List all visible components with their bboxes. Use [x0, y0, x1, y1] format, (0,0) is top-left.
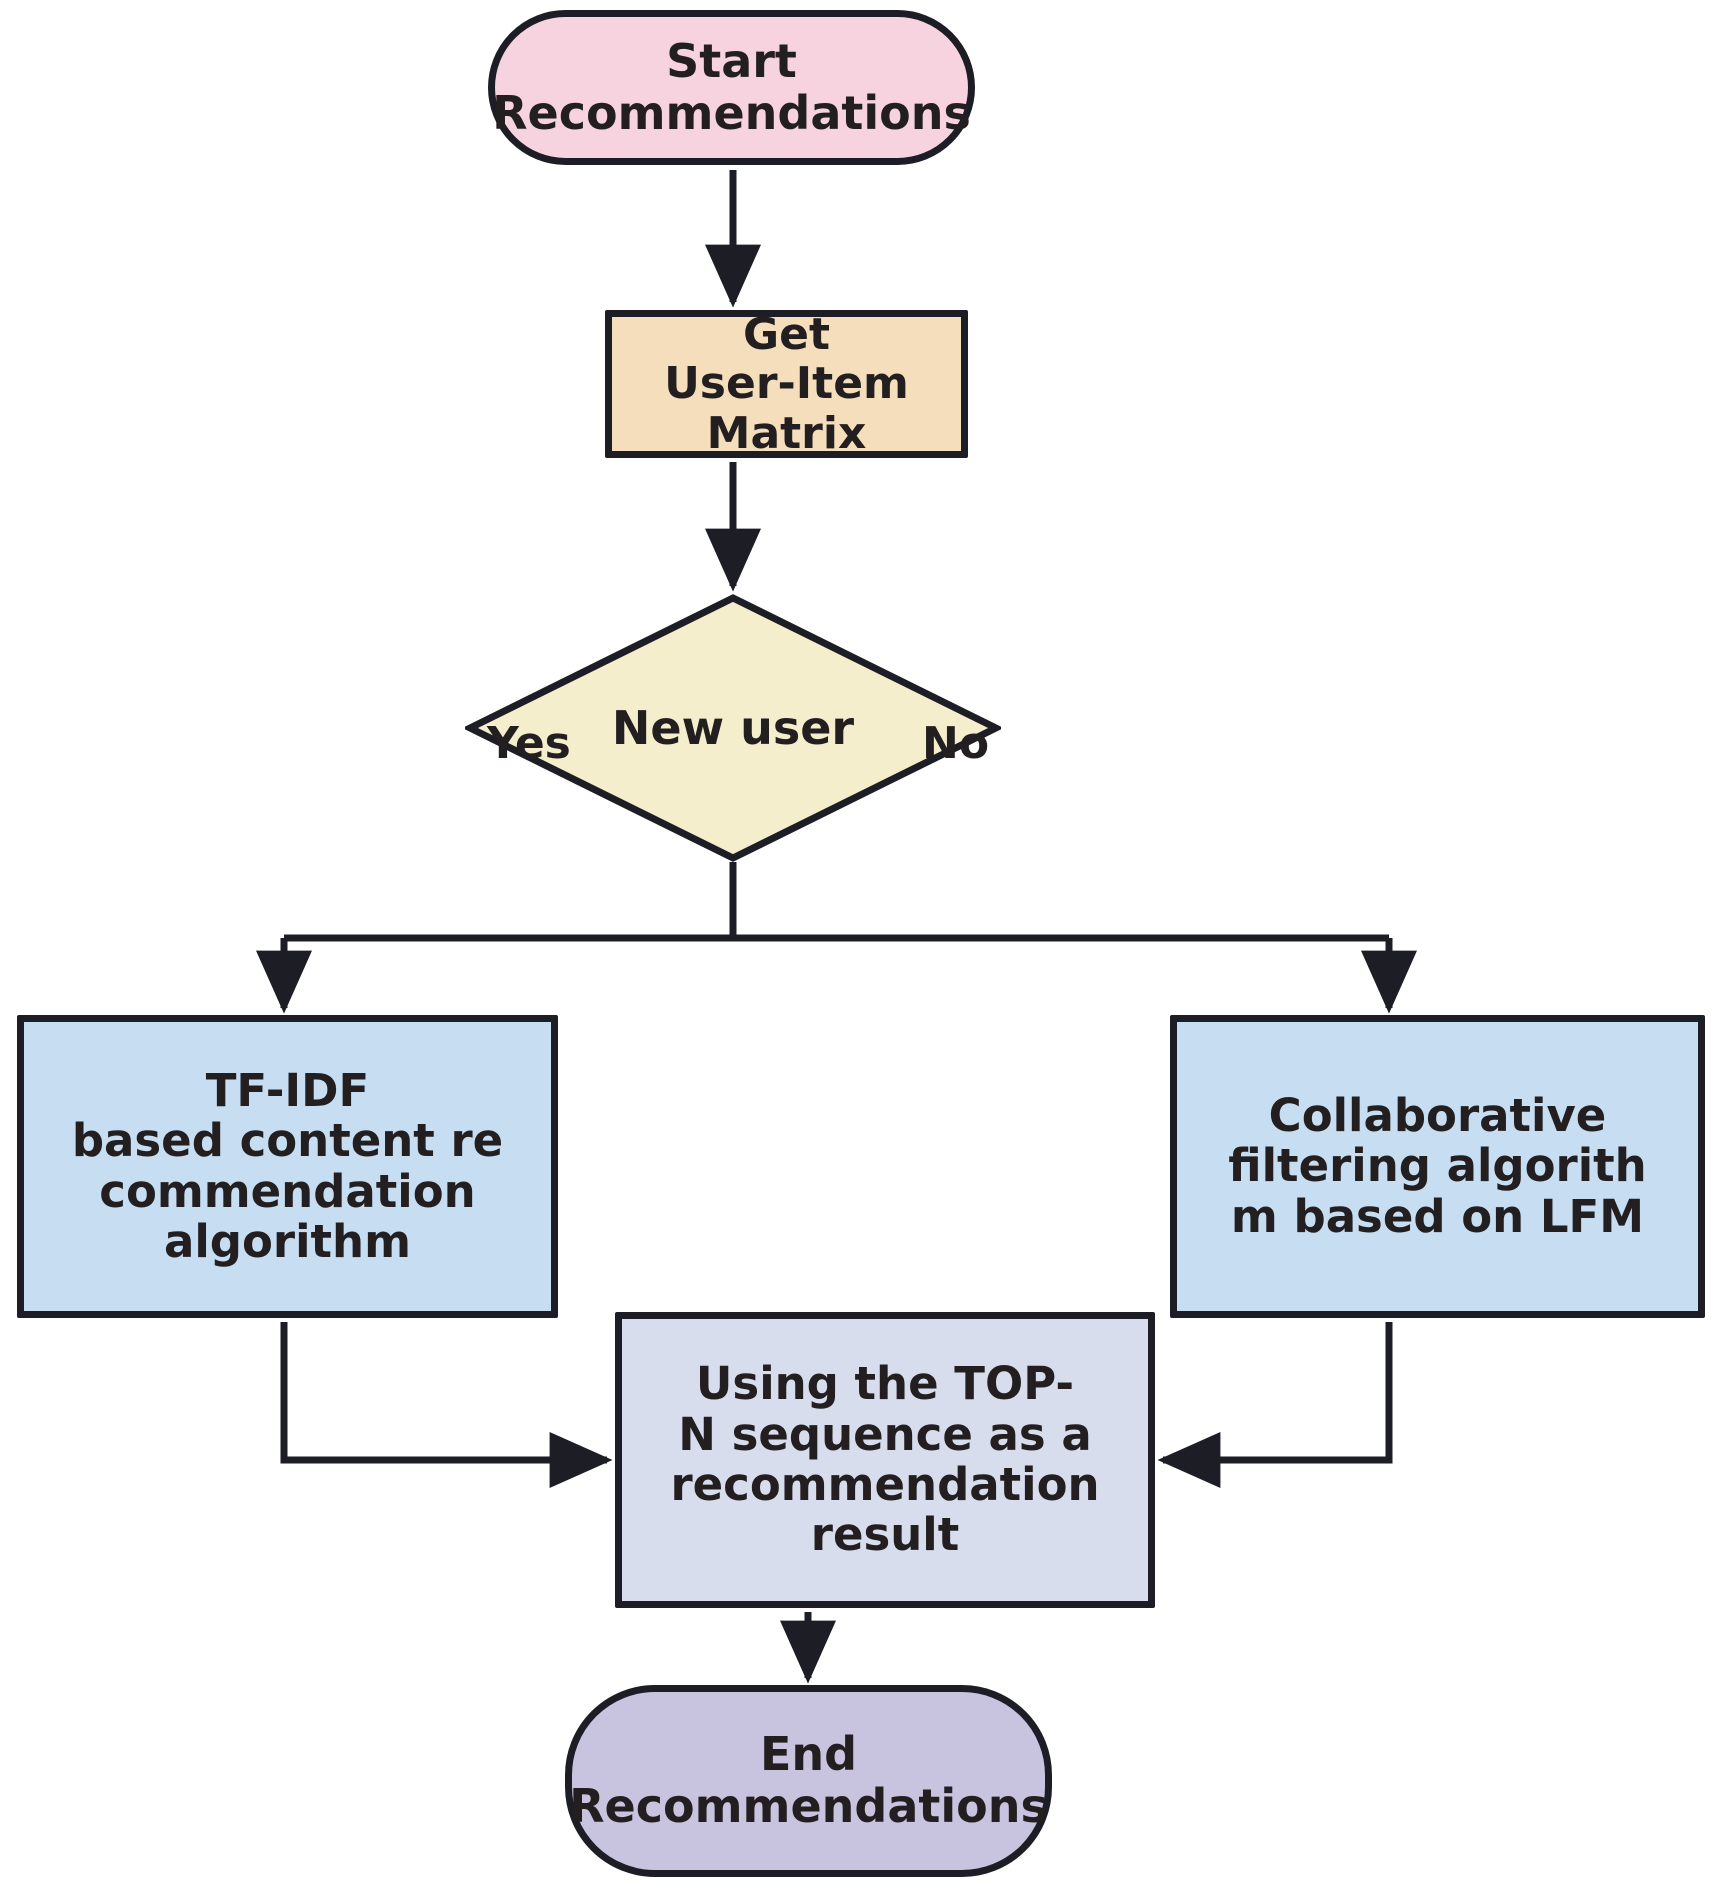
node-topn-recommendation-result[interactable]: Using the TOP- N sequence as a recommend…: [615, 1312, 1155, 1608]
node-tfidf-content-recommendation[interactable]: TF-IDF based content re commendation alg…: [17, 1015, 558, 1318]
node-end-recommendations[interactable]: End Recommendations: [565, 1685, 1052, 1877]
node-get-user-item-matrix[interactable]: Get User-Item Matrix: [605, 310, 968, 458]
edge-tfidf-to-topn: [280, 1322, 613, 1488]
node-collaborative-filtering-lfm[interactable]: Collaborative filtering algorith m based…: [1170, 1015, 1705, 1318]
edge-label-no: No: [922, 718, 990, 769]
diamond-shape: [465, 594, 1001, 862]
edge-label-yes: Yes: [487, 718, 571, 769]
node-start-recommendations[interactable]: Start Recommendations: [488, 10, 975, 165]
edge-collaborative-to-topn: [1157, 1322, 1393, 1488]
decision-label: New user: [611, 701, 855, 755]
node-decision-new-user[interactable]: New user: [465, 593, 1001, 863]
